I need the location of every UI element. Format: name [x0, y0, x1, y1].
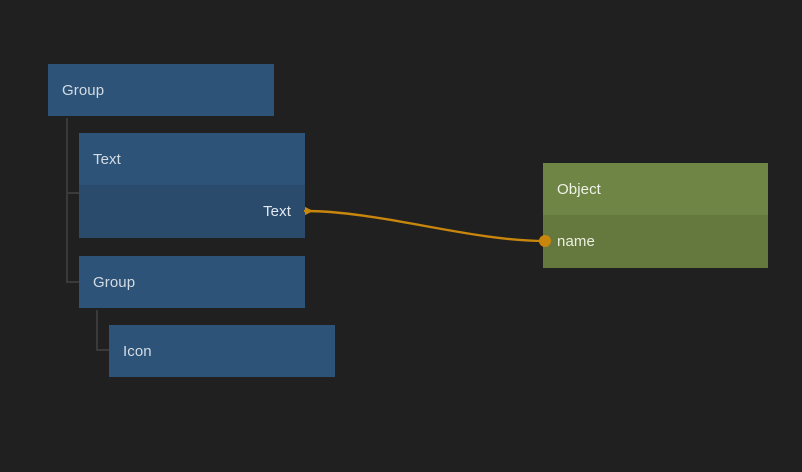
node-object-node[interactable]: Object name [543, 163, 768, 268]
branch-to-group [66, 281, 79, 283]
row-label: Object [557, 180, 601, 198]
node-icon-node[interactable]: Icon [109, 325, 335, 377]
row-label: Text [93, 150, 121, 168]
branch-to-icon [96, 349, 109, 351]
trunk-group [96, 310, 98, 351]
row-label: Group [93, 273, 136, 291]
binding-wire-path[interactable] [303, 206, 547, 243]
node-group-child[interactable]: Group [79, 256, 305, 308]
branch-to-text [66, 192, 79, 194]
node-title-group-child[interactable]: Group [79, 256, 305, 308]
node-title-text-node[interactable]: Text [79, 133, 305, 185]
node-row-object-node-1[interactable]: name [543, 215, 768, 268]
row-label: name [557, 233, 595, 250]
node-title-group-root[interactable]: Group [48, 64, 274, 116]
node-title-icon-node[interactable]: Icon [109, 325, 335, 377]
node-group-root[interactable]: Group [48, 64, 274, 116]
node-row-text-node-1[interactable]: Text [79, 185, 305, 238]
row-label: Text [263, 203, 291, 220]
trunk-root [66, 118, 68, 283]
row-label: Group [62, 81, 105, 99]
node-title-object-node[interactable]: Object [543, 163, 768, 215]
row-label: Icon [123, 342, 152, 360]
